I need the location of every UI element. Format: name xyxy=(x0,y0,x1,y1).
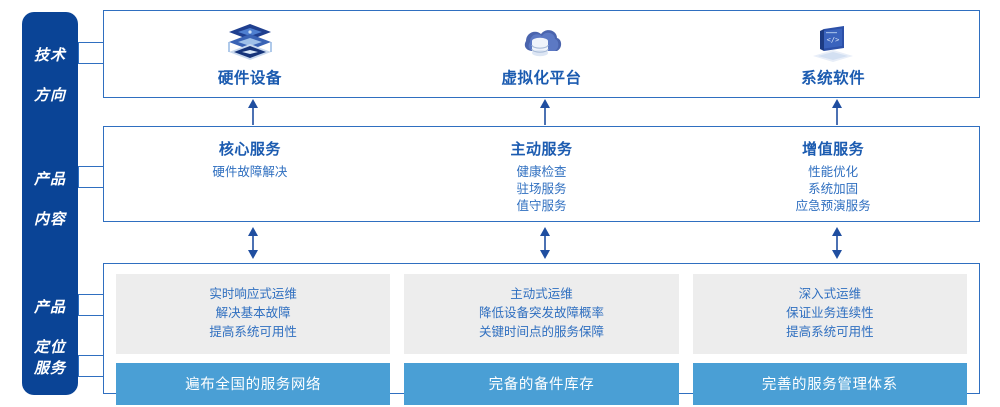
content-item: 应急预演服务 xyxy=(795,199,871,213)
positioning-item: 深入式运维 xyxy=(798,287,862,301)
connector-product-positioning xyxy=(78,294,104,316)
content-title-proactive-services: 主动服务 xyxy=(510,141,573,158)
tech-column-system-software[interactable]: </> 系统软件 xyxy=(687,11,979,97)
positioning-box-3: 深入式运维 保证业务连续性 提高系统可用性 xyxy=(692,274,967,354)
content-item: 性能优化 xyxy=(808,165,859,179)
positioning-item: 实时响应式运维 xyxy=(209,287,297,301)
panel-product-content: 核心服务 硬件故障解决 主动服务 健康检查 驻场服务 值守服务 增值服务 性能优… xyxy=(103,126,980,222)
arrow-up-virtualization xyxy=(537,99,553,125)
positioning-item: 提高系统可用性 xyxy=(786,325,874,339)
bottom-column-2[interactable]: 主动式运维 降低设备突发故障概率 关键时间点的服务保障 完备的备件库存 xyxy=(404,274,679,405)
tech-column-hardware[interactable]: 硬件设备 xyxy=(104,11,396,97)
positioning-item: 保证业务连续性 xyxy=(786,306,874,320)
panel-positioning-advantage: 实时响应式运维 解决基本故障 提高系统可用性 遍布全国的服务网络 主动式运维 降… xyxy=(103,263,980,405)
rail-label-line-2: 定位 xyxy=(33,339,66,356)
content-item: 驻场服务 xyxy=(516,182,567,196)
rail-label-line-2: 优势 xyxy=(22,399,78,407)
arrow-up-down-proactive xyxy=(537,227,553,259)
content-title-core-services: 核心服务 xyxy=(218,141,281,158)
advantage-bar-2[interactable]: 完备的备件库存 xyxy=(404,363,679,405)
content-item: 系统加固 xyxy=(808,182,859,196)
content-column-proactive-services[interactable]: 主动服务 健康检查 驻场服务 值守服务 xyxy=(396,127,688,221)
cloud-database-icon xyxy=(524,29,561,56)
rail-label-line-2: 方向 xyxy=(33,87,66,104)
content-column-core-services[interactable]: 核心服务 硬件故障解决 xyxy=(104,127,396,221)
positioning-box-2: 主动式运维 降低设备突发故障概率 关键时间点的服务保障 xyxy=(404,274,679,354)
content-title-value-added-services: 增值服务 xyxy=(802,141,865,158)
positioning-item: 降低设备突发故障概率 xyxy=(478,306,604,320)
bottom-column-3[interactable]: 深入式运维 保证业务连续性 提高系统可用性 完善的服务管理体系 xyxy=(692,274,967,405)
tech-column-virtualization[interactable]: 虚拟化平台 xyxy=(396,11,688,97)
rail-label-line-2: 内容 xyxy=(33,211,66,228)
advantage-bar-3[interactable]: 完善的服务管理体系 xyxy=(692,363,967,405)
rail-label-line-1: 服务 xyxy=(33,360,66,377)
rail-label-product-content: 产品 内容 xyxy=(22,150,78,250)
tech-title-virtualization: 虚拟化平台 xyxy=(501,69,582,87)
rail-label-service-advantage: 服务 优势 xyxy=(22,339,78,407)
tech-title-system-software: 系统软件 xyxy=(801,69,866,87)
server-stack-icon xyxy=(228,23,272,60)
content-item: 健康检查 xyxy=(516,165,567,179)
content-column-value-added-services[interactable]: 增值服务 性能优化 系统加固 应急预演服务 xyxy=(687,127,979,221)
svg-text:</>: </> xyxy=(827,36,840,44)
rail-label-product-positioning: 产品 定位 xyxy=(22,278,78,378)
bottom-column-1[interactable]: 实时响应式运维 解决基本故障 提高系统可用性 遍布全国的服务网络 xyxy=(116,274,391,405)
arrow-up-down-core xyxy=(245,227,261,259)
content-item: 硬件故障解决 xyxy=(212,165,288,179)
rail-label-line-1: 技术 xyxy=(33,47,66,64)
arrow-up-hardware xyxy=(245,99,261,125)
rail-label-line-1: 产品 xyxy=(33,171,66,188)
content-item: 值守服务 xyxy=(516,199,567,213)
arrow-up-system-software xyxy=(829,99,845,125)
positioning-item: 解决基本故障 xyxy=(215,306,291,320)
advantage-bar-1[interactable]: 遍布全国的服务网络 xyxy=(116,363,391,405)
connector-product-content xyxy=(78,166,104,188)
connector-service-advantage xyxy=(78,355,104,377)
rail-label-line-1: 产品 xyxy=(33,299,66,316)
positioning-item: 提高系统可用性 xyxy=(209,325,297,339)
arrow-up-down-value-added xyxy=(829,227,845,259)
positioning-item: 主动式运维 xyxy=(510,287,573,301)
connector-technology-direction xyxy=(78,42,104,64)
panel-technology-direction: 硬件设备 虚拟化平台 xyxy=(103,10,980,98)
tech-title-hardware: 硬件设备 xyxy=(217,69,282,87)
category-rail xyxy=(22,12,78,395)
rail-label-technology-direction: 技术 方向 xyxy=(22,26,78,126)
laptop-code-icon: </> xyxy=(813,25,854,62)
positioning-box-1: 实时响应式运维 解决基本故障 提高系统可用性 xyxy=(116,274,391,354)
positioning-item: 关键时间点的服务保障 xyxy=(478,325,604,339)
